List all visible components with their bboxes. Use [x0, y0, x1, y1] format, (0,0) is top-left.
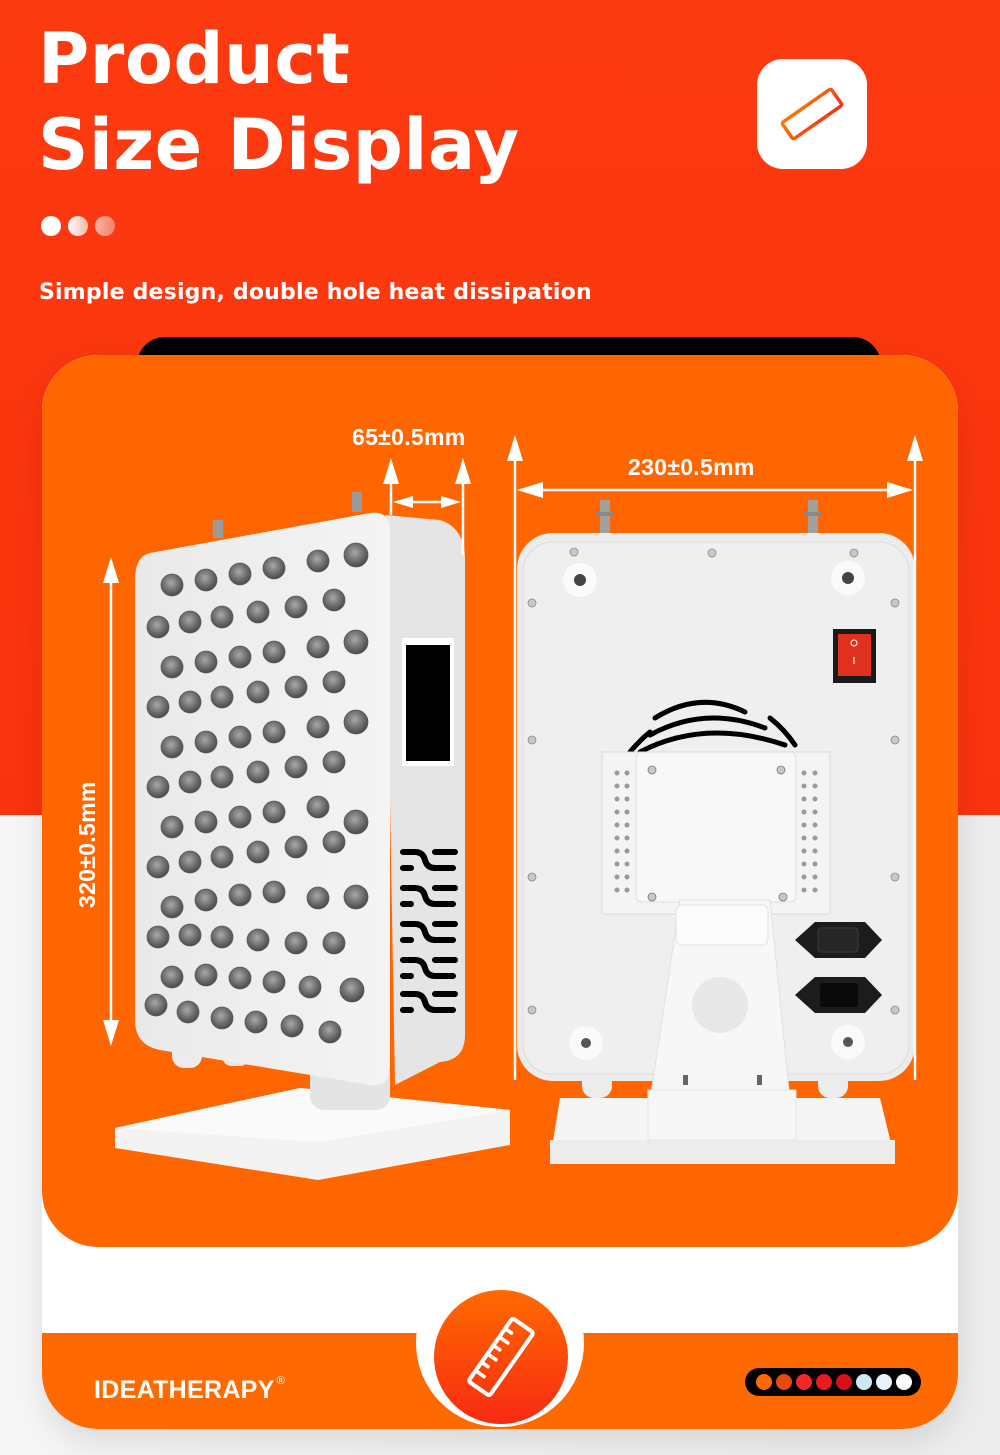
depth-dimension-label: 65±0.5mm [352, 424, 466, 450]
color-dot [776, 1374, 792, 1390]
ruler-icon [467, 1316, 535, 1398]
center-ruler-badge [434, 1290, 568, 1424]
color-dot [796, 1374, 812, 1390]
ruler-badge [757, 59, 867, 169]
ruler-icon [780, 87, 844, 141]
title-line-2: Size Display [38, 104, 520, 186]
color-dot [856, 1374, 872, 1390]
width-dimension-label: 230±0.5mm [628, 454, 755, 480]
color-dot [836, 1374, 852, 1390]
wavelength-color-pill [745, 1368, 921, 1396]
color-dot [816, 1374, 832, 1390]
dimension-lines [103, 435, 923, 1080]
subtitle: Simple design, double hole heat dissipat… [39, 280, 592, 305]
height-dimension-label: 320±0.5mm [74, 781, 100, 908]
color-dot [756, 1374, 772, 1390]
dot [41, 216, 61, 236]
back-view [517, 500, 915, 1164]
decorative-dots [41, 216, 115, 236]
front-view [115, 492, 510, 1180]
color-dot [896, 1374, 912, 1390]
brand-name: IDEATHERAPY [94, 1376, 275, 1404]
page-title: Product Size Display [38, 16, 520, 188]
brand-logo: IDEATHERAPY® [94, 1375, 285, 1405]
dot [95, 216, 115, 236]
title-line-1: Product [38, 18, 351, 100]
color-dot [876, 1374, 892, 1390]
dot [68, 216, 88, 236]
registered-mark: ® [276, 1375, 286, 1387]
